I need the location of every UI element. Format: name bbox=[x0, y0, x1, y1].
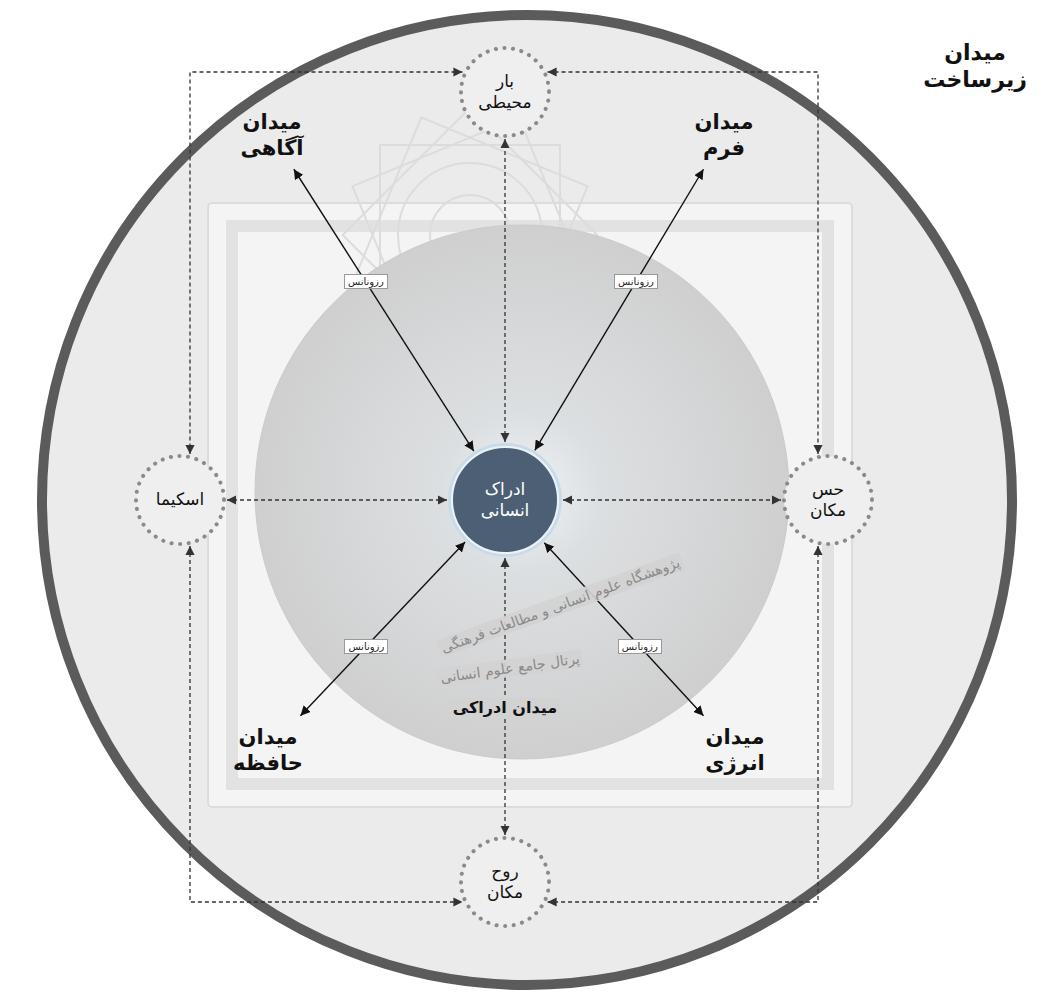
core-label: ادراک انسانی bbox=[467, 479, 543, 522]
field-label: میدان حافظه bbox=[226, 724, 310, 777]
field-disc bbox=[255, 225, 789, 759]
edge-label: رزونانس bbox=[344, 274, 388, 289]
edge-label-holder: رزونانس bbox=[618, 639, 662, 654]
concept-label: حس مکان bbox=[797, 479, 859, 522]
concept-circle: اسکیما bbox=[134, 454, 226, 546]
field-label-node: میدان انرژی bbox=[689, 720, 781, 781]
edge-label-holder: رزونانس bbox=[344, 274, 388, 289]
human-perception-core: ادراک انسانی bbox=[448, 443, 562, 557]
core-circle bbox=[452, 447, 558, 553]
field-label: میدان آگاهی bbox=[230, 109, 314, 162]
edge-label: رزونانس bbox=[344, 639, 388, 654]
edge-label-holder: رزونانس bbox=[614, 274, 658, 289]
watermark-holder: پرتال جامع علوم انسانی bbox=[436, 649, 583, 687]
edge-label-holder: رزونانس bbox=[344, 639, 388, 654]
field-label-node: میدان فرم bbox=[678, 105, 770, 166]
core-glow bbox=[450, 445, 561, 556]
dotted-circle bbox=[784, 456, 872, 544]
field-label: میدان انرژی bbox=[693, 724, 777, 777]
field-title: میدان ادراکی bbox=[449, 698, 561, 718]
concept-circle: بار محیطی bbox=[459, 46, 551, 138]
concept-circle: روح مکان bbox=[459, 836, 551, 928]
concept-circle: حس مکان bbox=[782, 454, 874, 546]
dotted-circle bbox=[136, 456, 224, 544]
concept-label: روح مکان bbox=[474, 861, 536, 904]
dotted-circle bbox=[461, 838, 549, 926]
dotted-circle bbox=[461, 48, 549, 136]
edge-label: رزونانس bbox=[618, 639, 662, 654]
panel-frame bbox=[232, 226, 828, 784]
field-label: میدان فرم bbox=[682, 109, 766, 162]
back-panel bbox=[208, 203, 852, 807]
outer-ring bbox=[42, 15, 1012, 985]
concept-label: بار محیطی bbox=[474, 71, 536, 114]
field-label-node: میدان آگاهی bbox=[226, 105, 318, 166]
field-label-node: میدان حافظه bbox=[222, 720, 314, 781]
field-title: میدان زیرساخت bbox=[916, 39, 1034, 94]
edge-label: رزونانس bbox=[614, 274, 658, 289]
perception-field: میدان ادراکی ادراک انسانی bbox=[254, 224, 790, 760]
watermark-text: پرتال جامع علوم انسانی bbox=[436, 649, 583, 687]
concept-label: اسکیما bbox=[156, 489, 205, 510]
infrastructure-field: میدان زیرساختبار محیطیمیدان آگاهیمیدان ف… bbox=[37, 10, 1017, 990]
